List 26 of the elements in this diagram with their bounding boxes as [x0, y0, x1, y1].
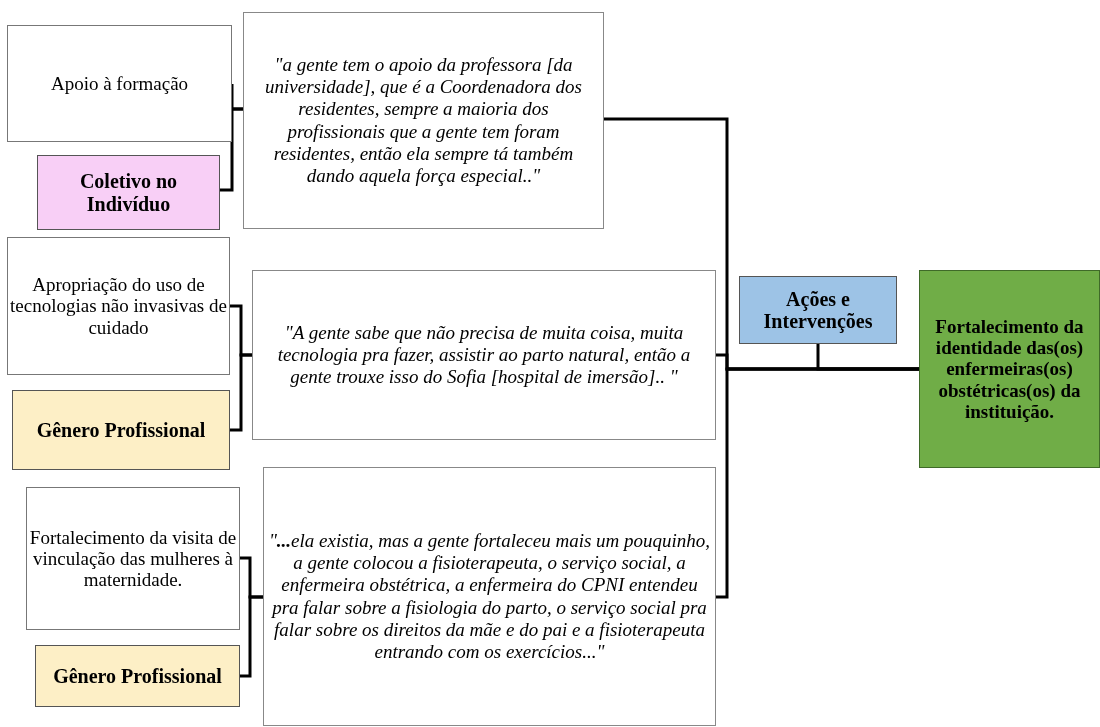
result-box [919, 270, 1100, 468]
connector-line [240, 595, 263, 678]
node-label: Fortalecimento da identidade das(os) enfermeiras(os) obstétricas(os) da instituição. [934, 315, 1085, 423]
topic-box [26, 487, 240, 630]
node-label: Apoio à formação [50, 72, 189, 95]
theme-box [739, 276, 897, 344]
node-label: Coletivo no Indivíduo [78, 170, 179, 215]
connector-line [230, 353, 252, 432]
topic-box [7, 237, 230, 375]
quote-text: "A gente sabe que não precisa de muita coisa, muita tecnologia pra fazer, assistir ao parto natural, então a gente trouxe isso do Sofia [hospital de imersão].. " [276, 321, 692, 389]
node-label: Apropriação do uso de tecnologias não invasivas de cuidado [10, 274, 227, 338]
node-label: Gênero Profissional [36, 418, 206, 442]
quote-text: "...ela existia, mas a gente fortaleceu mais um pouquinho, a gente colocou a fisioterapeuta, o serviço social, a enfermeira obstétrica, a enfermeira do CPNI entendeu pra falar sobre a fisiologia do parto, o serviço social pra falar sobre os direitos da mãe e do pai e a fisioterapeuta entrando com os exercícios..." [268, 529, 711, 664]
connector-line [816, 344, 919, 371]
node-label: Fortalecimento da visita de vinculação das mulheres à maternidade. [29, 526, 237, 591]
category-box [37, 155, 220, 230]
node-label: Ações e Intervenções [762, 287, 874, 333]
topic-box [7, 25, 232, 142]
quote-text: "a gente tem o apoio da professora [da universidade], que é a Coordenadora dos residentes, sempre a maioria dos profissionais que a gente tem foram residentes, então ela sempre tá também dando aquela força especial.." [264, 53, 583, 188]
node-label: Gênero Profissional [53, 664, 222, 688]
quote-box [243, 12, 604, 229]
connector-line [220, 107, 243, 192]
quote-box [263, 467, 716, 726]
category-box [12, 390, 230, 470]
category-box [35, 645, 240, 707]
quote-box [252, 270, 716, 440]
